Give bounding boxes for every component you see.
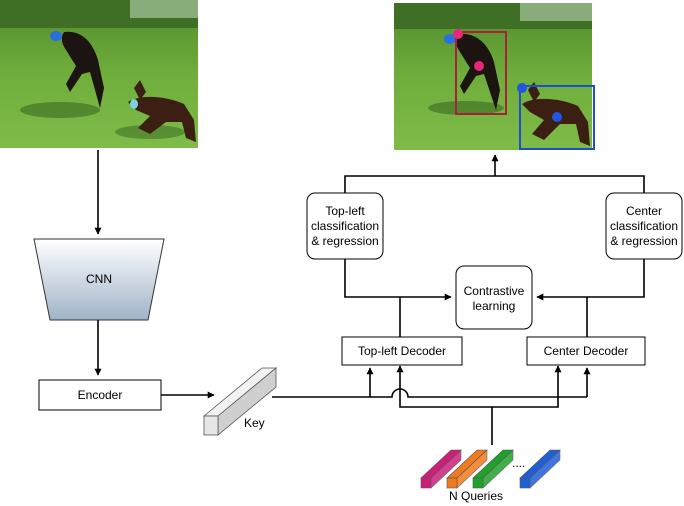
- query-routing: [396, 365, 562, 445]
- encoder-block: Encoder: [38, 379, 162, 411]
- topleft-decoder-label: Top-left Decoder: [358, 344, 446, 358]
- topleft-decoder-block: Top-left Decoder: [341, 336, 463, 366]
- contrastive-routing: [344, 259, 645, 337]
- contrastive-block: Contrastive learning: [455, 265, 533, 330]
- queries-group: .... N Queries: [420, 449, 561, 503]
- center-head-line-1: Center: [626, 204, 662, 218]
- query-bar-1: [420, 449, 462, 489]
- topleft-center-point: [474, 61, 484, 71]
- key-block: Key: [202, 367, 278, 436]
- topleft-head-line-1: Top-left: [325, 204, 365, 218]
- query-bar-4: [519, 449, 561, 489]
- center-bounding-box: [519, 85, 595, 150]
- encoder-label: Encoder: [78, 388, 123, 402]
- topleft-head-line-2: classification: [311, 219, 379, 233]
- query-bar-3: [472, 449, 514, 489]
- key-routing: [272, 367, 591, 398]
- key-label: Key: [244, 416, 265, 430]
- center-center-point: [552, 112, 562, 122]
- topleft-corner-point: [453, 29, 463, 39]
- center-decoder-label: Center Decoder: [544, 344, 629, 358]
- cnn-block: CNN: [33, 238, 165, 321]
- topleft-head-line-3: & regression: [311, 234, 378, 248]
- center-decoder-block: Center Decoder: [526, 336, 646, 366]
- output-routing: [344, 154, 645, 193]
- center-head-block: Center classification & regression: [605, 192, 683, 260]
- center-head-line-2: classification: [610, 219, 678, 233]
- contrastive-line-2: learning: [473, 299, 516, 313]
- center-corner-point: [517, 83, 527, 93]
- input-photo: [0, 0, 198, 148]
- query-bar-2: [446, 449, 488, 489]
- center-head-line-3: & regression: [610, 234, 677, 248]
- cnn-label: CNN: [86, 272, 112, 286]
- topleft-head-block: Top-left classification & regression: [306, 192, 384, 260]
- topleft-bounding-box: [455, 31, 507, 115]
- queries-label: N Queries: [449, 489, 503, 503]
- queries-ellipsis: ....: [512, 456, 525, 470]
- output-photo: [394, 3, 592, 150]
- contrastive-line-1: Contrastive: [464, 284, 525, 298]
